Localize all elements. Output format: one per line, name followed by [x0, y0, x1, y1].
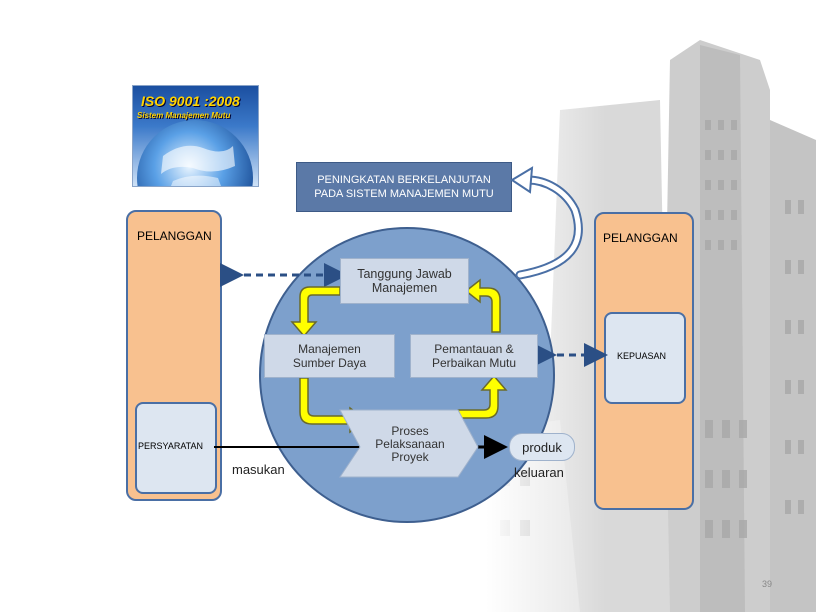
customer-left-label: PELANGGAN [137, 229, 212, 243]
satisfaction-label: KEPUASAN [617, 351, 667, 361]
improvement-arrow-head [510, 166, 534, 194]
improvement-line-2: PADA SISTEM MANAJEMEN MUTU [314, 188, 494, 200]
management-responsibility-box: Tanggung Jawab Manajemen [340, 258, 469, 304]
logo-title: ISO 9001 :2008 [141, 93, 240, 109]
product-box: produk [509, 433, 575, 461]
requirements-label: PERSYARATAN [138, 441, 204, 451]
resources-line-2: Sumber Daya [292, 356, 367, 370]
improvement-line-1: PENINGKATAN BERKELANJUTAN [317, 174, 491, 186]
cycle-arrow-top-right [464, 278, 501, 333]
management-line-1: Tanggung Jawab [357, 267, 452, 281]
customer-right-label: PELANGGAN [603, 231, 678, 245]
product-label: produk [522, 439, 562, 455]
page-number: 39 [762, 579, 772, 589]
measurement-improvement-box: Pemantauan & Perbaikan Mutu [410, 334, 538, 378]
resource-management-box: Manajemen Sumber Daya [264, 334, 395, 378]
project-process-label: Proses Pelaksanaan Proyek [360, 425, 460, 464]
measurement-line-1: Pemantauan & [434, 342, 514, 356]
project-process-chevron [339, 409, 479, 478]
cycle-arrow-top-left [290, 286, 341, 338]
resources-line-1: Manajemen [298, 342, 361, 356]
measurement-line-2: Perbaikan Mutu [431, 356, 517, 370]
input-label: masukan [232, 462, 285, 477]
logo-subtitle: Sistem Manajemen Mutu [137, 111, 231, 120]
improvement-feedback-arrow [515, 175, 583, 280]
satisfaction-box [604, 312, 686, 404]
iso-logo: ISO 9001 :2008 Sistem Manajemen Mutu [132, 85, 259, 187]
requirements-box [135, 402, 217, 494]
continual-improvement-box: PENINGKATAN BERKELANJUTAN PADA SISTEM MA… [296, 162, 512, 212]
realization-line-1: Proses [391, 424, 429, 438]
realization-line-2: Pelaksanaan [375, 437, 445, 451]
management-line-2: Manajemen [371, 281, 438, 295]
globe-icon [137, 120, 253, 186]
cycle-arrow-bottom-right [457, 374, 508, 419]
realization-line-3: Proyek [391, 450, 429, 464]
output-label: keluaran [514, 465, 564, 480]
